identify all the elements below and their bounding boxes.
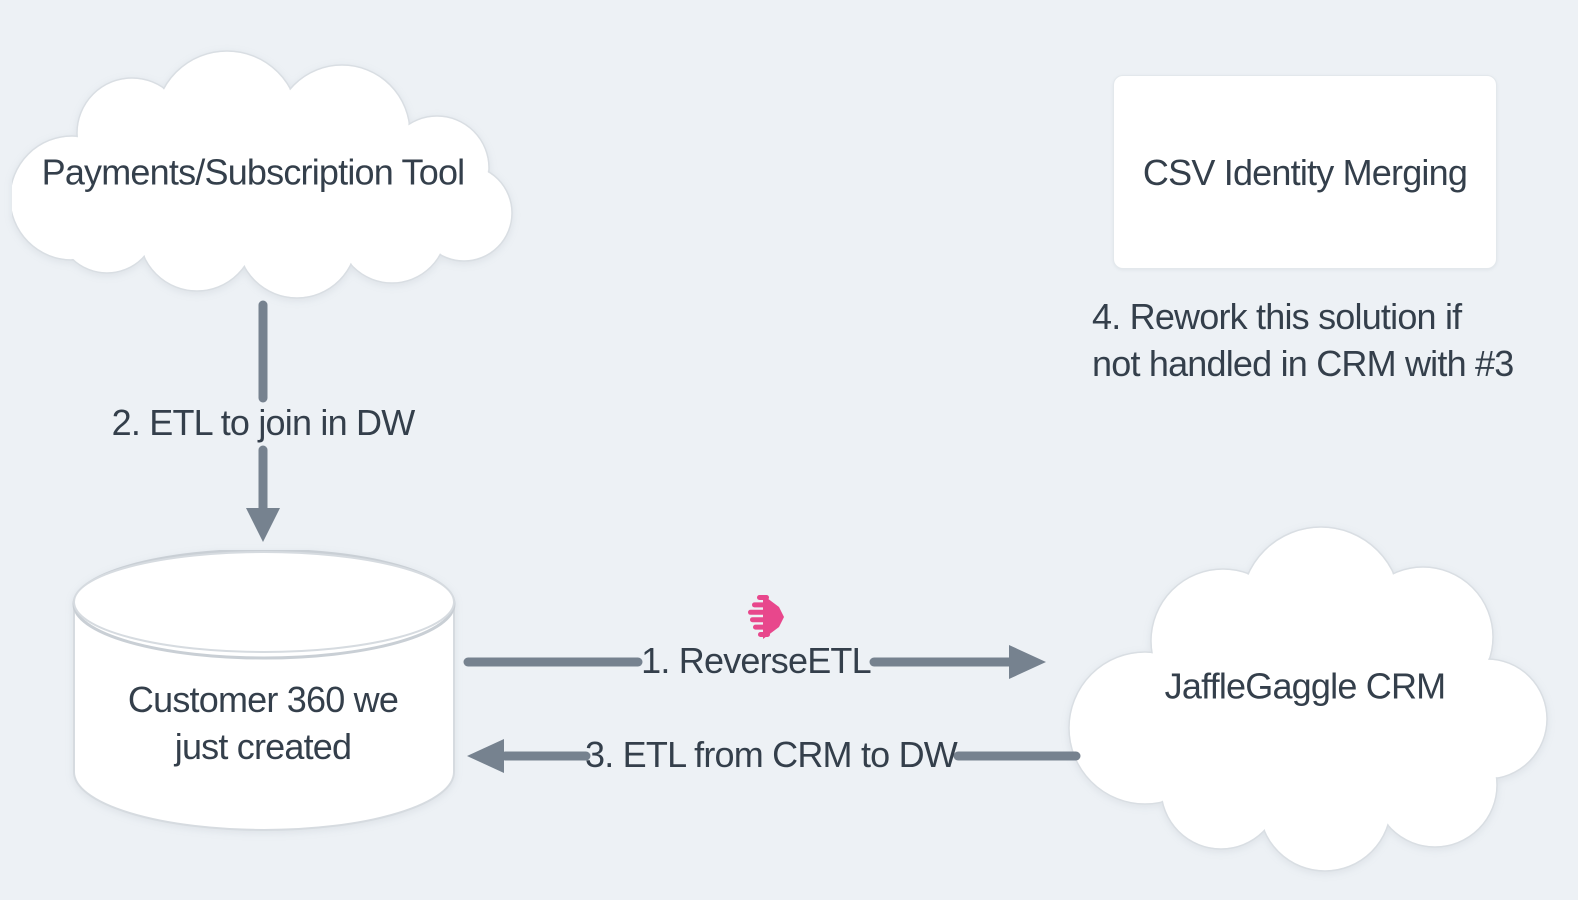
- crm-cloud-shape: [1068, 526, 1548, 872]
- csv-identity-card-label: CSV Identity Merging: [1142, 151, 1468, 193]
- etl-join-edge-label: 2. ETL to join in DW: [111, 402, 416, 443]
- pink-reverse-etl-tool-icon: [748, 595, 784, 639]
- reverse-etl-edge-label: 1. ReverseETL: [641, 640, 872, 681]
- crm-cloud-label: JaffleGaggle CRM: [1164, 665, 1446, 707]
- rework-note-line-1: 4. Rework this solution if: [1092, 296, 1462, 337]
- reverse-etl-arrowhead-right-icon: [1009, 645, 1046, 679]
- payments-cloud-label: Payments/Subscription Tool: [41, 151, 466, 193]
- etl-join-arrowhead-down-icon: [246, 508, 280, 542]
- customer360-label-line-2: just created: [174, 726, 352, 767]
- rework-note: 4. Rework this solution if not handled i…: [1092, 293, 1514, 387]
- customer360-cylinder-shape: [72, 550, 456, 831]
- etl-from-crm-arrowhead-left-icon: [467, 739, 504, 773]
- customer360-label-line-1: Customer 360 we: [127, 679, 399, 720]
- rework-note-line-2: not handled in CRM with #3: [1092, 343, 1514, 384]
- etl-from-crm-edge-label: 3. ETL from CRM to DW: [585, 734, 958, 775]
- payments-cloud-shape: [12, 50, 513, 299]
- csv-identity-card: CSV Identity Merging: [1113, 75, 1497, 269]
- customer360-cylinder-label: Customer 360 we just created: [127, 676, 399, 770]
